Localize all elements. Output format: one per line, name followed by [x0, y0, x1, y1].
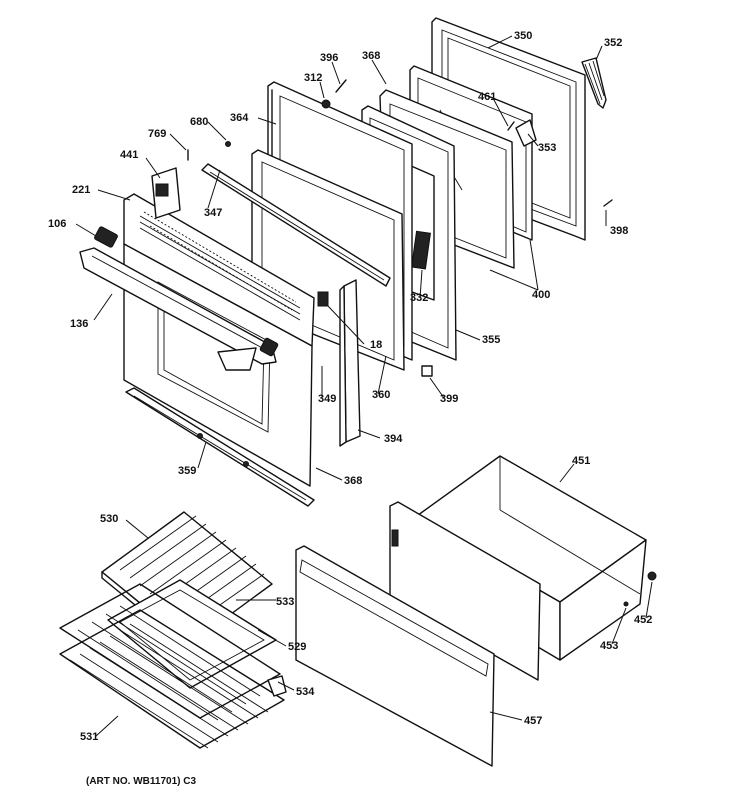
- screw-453: [623, 601, 629, 607]
- knob-452: [647, 571, 657, 581]
- label-360: 360: [372, 389, 390, 401]
- label-529: 529: [288, 641, 306, 653]
- label-461: 461: [478, 91, 496, 103]
- label-353: 353: [538, 142, 556, 154]
- label-350: 350: [514, 30, 532, 42]
- label-221: 221: [72, 184, 90, 196]
- label-457: 457: [524, 715, 542, 727]
- screw-461: [507, 121, 515, 131]
- label-312: 312: [304, 72, 322, 84]
- screw-396: [335, 79, 347, 93]
- side-channel-394: [339, 279, 361, 447]
- label-769: 769: [148, 128, 166, 140]
- label-352: 352: [604, 37, 622, 49]
- leader-lines: [75, 35, 653, 737]
- washer-680: [225, 141, 231, 147]
- label-680: 680: [190, 116, 208, 128]
- label-452: 452: [634, 614, 652, 626]
- label-441: 441: [120, 149, 138, 161]
- label-398: 398: [610, 225, 628, 237]
- label-347: 347: [204, 207, 222, 219]
- label-364: 364: [230, 112, 249, 124]
- label-394: 394: [384, 433, 403, 445]
- label-349: 349: [318, 393, 336, 405]
- drawer-front-457: [295, 545, 495, 767]
- bracket-18: [317, 291, 329, 307]
- label-359: 359: [178, 465, 196, 477]
- label-400: 400: [532, 289, 550, 301]
- bottom-strip-359: [125, 387, 315, 507]
- label-399: 399: [440, 393, 458, 405]
- oven-rack-531: [59, 609, 287, 749]
- label-106: 106: [48, 218, 66, 230]
- label-368-bottom: 368: [344, 475, 362, 487]
- label-136: 136: [70, 318, 88, 330]
- label-530: 530: [100, 513, 118, 525]
- label-396: 396: [320, 52, 338, 64]
- trim-strip-347: [201, 163, 391, 287]
- clip-353: [515, 119, 537, 147]
- part-labels: 350 352 396 368 312 461 364 680 353 769 …: [48, 30, 652, 743]
- handle-136: [79, 226, 279, 371]
- drawer-side-panel: [389, 501, 541, 681]
- label-332: 332: [410, 292, 428, 304]
- label-534: 534: [296, 686, 315, 698]
- gasket-352: [581, 57, 607, 109]
- hinge-441: [151, 167, 181, 219]
- label-533: 533: [276, 596, 294, 608]
- art-number: (ART NO. WB11701) C3: [86, 776, 196, 787]
- label-531: 531: [80, 731, 98, 743]
- label-18: 18: [370, 339, 382, 351]
- label-368-top: 368: [362, 50, 380, 62]
- screw-312: [321, 99, 331, 109]
- label-453: 453: [600, 640, 618, 652]
- handle-cap-106: [94, 226, 118, 248]
- label-451: 451: [572, 455, 590, 467]
- spacer-399: [421, 365, 433, 377]
- screw-398: [603, 199, 613, 207]
- label-355: 355: [482, 334, 500, 346]
